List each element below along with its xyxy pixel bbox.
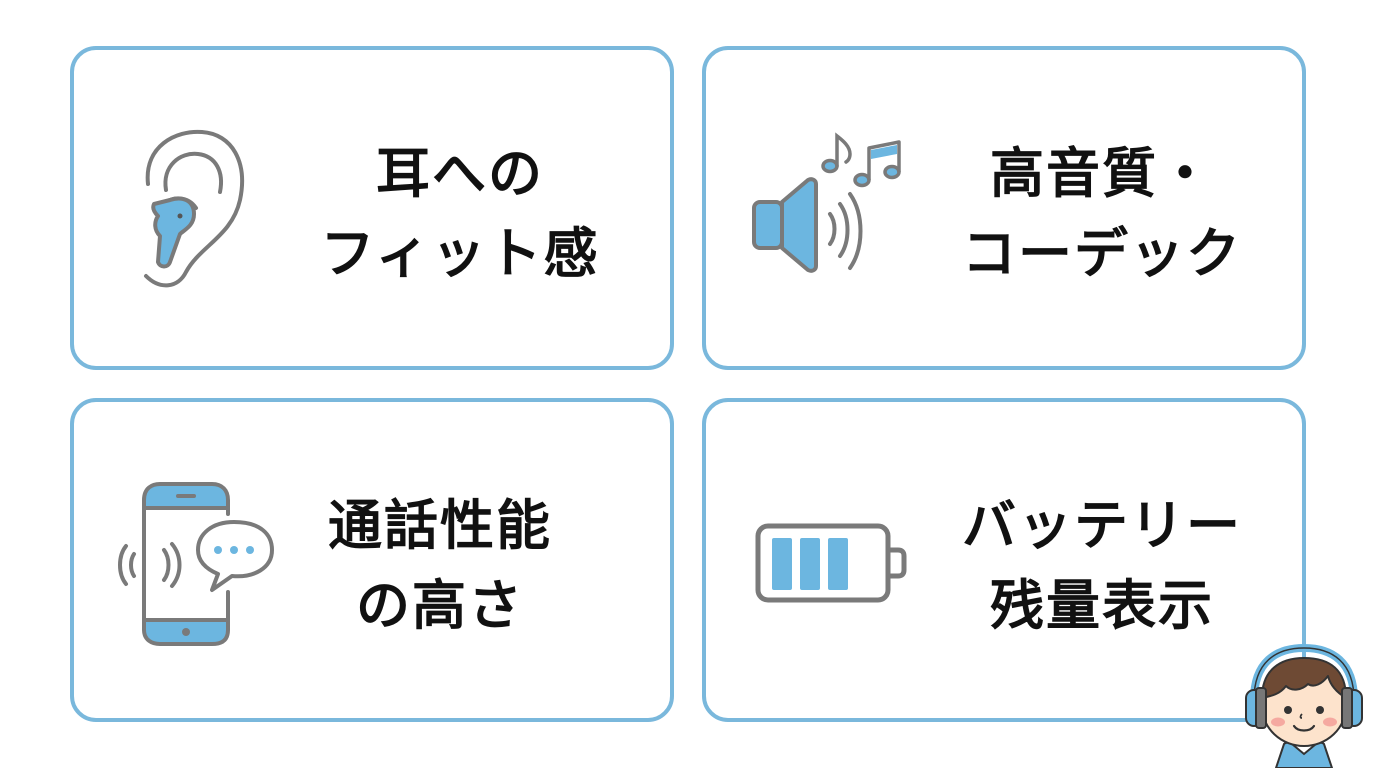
card-sound: 高音質・ コーデック <box>702 46 1306 370</box>
boy-with-headphones-icon <box>1245 643 1363 768</box>
card-sound-label: 高音質・ コーデック <box>932 134 1272 294</box>
label-line-1: 高音質・ <box>990 142 1214 205</box>
smartphone-speech-bubble-icon <box>118 482 274 646</box>
label-line-2: の高さ <box>356 574 524 637</box>
card-call-label: 通話性能 の高さ <box>290 486 590 646</box>
card-battery-label: バッテリー 残量表示 <box>932 486 1272 646</box>
label-line-2: フィット感 <box>320 222 600 285</box>
label-line-2: 残量表示 <box>990 574 1214 637</box>
label-line-2: コーデック <box>962 222 1242 285</box>
card-fit-label: 耳への フィット感 <box>290 134 630 294</box>
card-call: 通話性能 の高さ <box>70 398 674 722</box>
battery-level-icon <box>755 523 907 603</box>
card-battery: バッテリー 残量表示 <box>702 398 1306 722</box>
ear-with-earbud-icon <box>144 129 245 288</box>
label-line-1: バッテリー <box>962 494 1242 557</box>
label-line-1: 耳への <box>376 142 544 205</box>
label-line-1: 通話性能 <box>328 494 552 557</box>
speaker-music-notes-icon <box>752 132 901 273</box>
card-fit: 耳への フィット感 <box>70 46 674 370</box>
